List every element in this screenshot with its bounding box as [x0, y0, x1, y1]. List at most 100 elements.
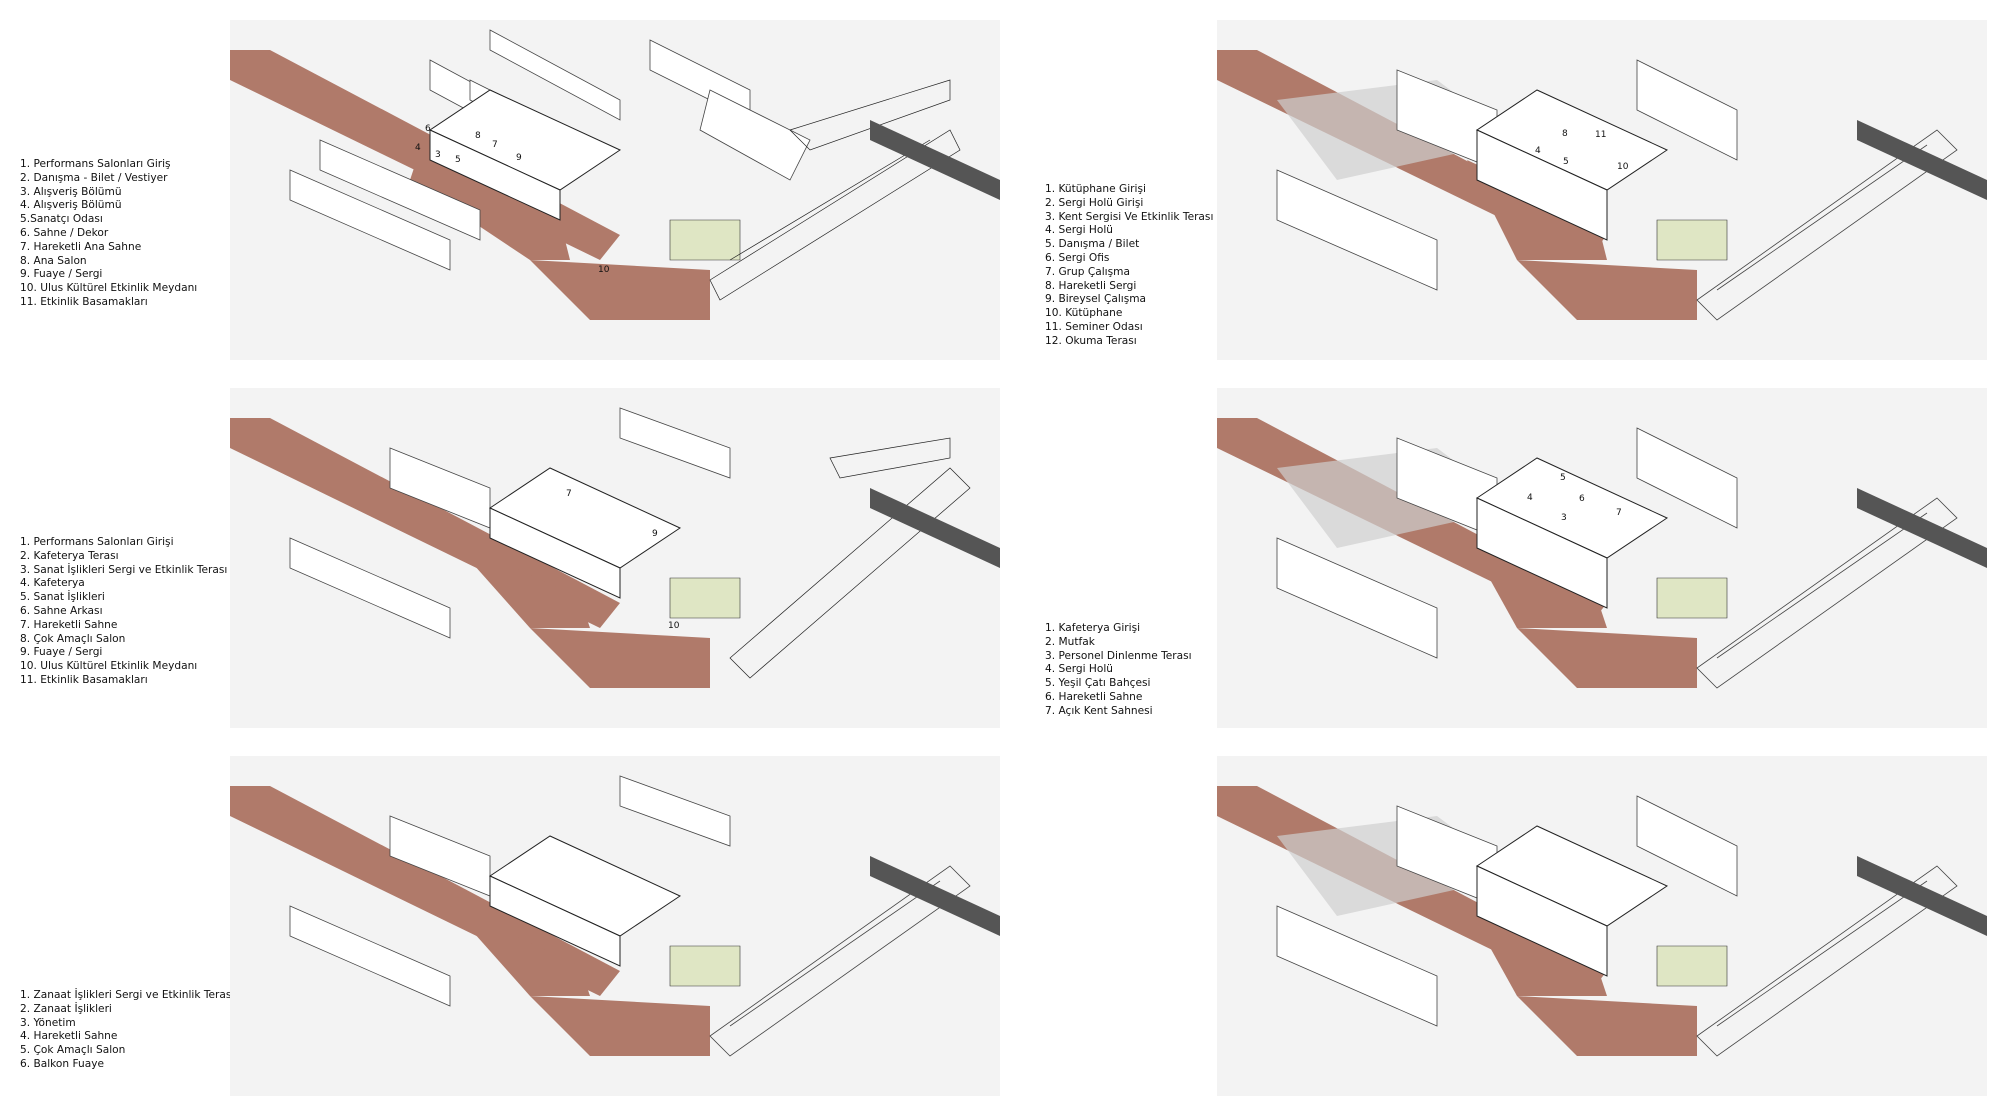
legend-item: 6. Balkon Fuaye	[20, 1057, 105, 1070]
legend-item: 6. Sahne / Dekor	[20, 226, 109, 239]
axonometric-panel-4: 5 4 6 3 7	[1217, 388, 1987, 728]
surrounding-buildings	[289, 775, 731, 1007]
legend-item: 3. Yönetim	[20, 1016, 76, 1029]
legend-panel-5: 1. Zanaat İşlikleri Sergi ve Etkinlik Te…	[20, 989, 234, 1072]
marker: 11	[1595, 130, 1606, 140]
legend-item: 3. Personel Dinlenme Terası	[1045, 649, 1192, 662]
marker: 5	[455, 155, 461, 165]
shadow-road	[870, 856, 1000, 936]
marker: 9	[652, 529, 658, 539]
legend-item: 4. Sergi Holü	[1045, 663, 1114, 676]
market-hall	[1696, 497, 1958, 689]
shadow-road	[870, 488, 1000, 568]
legend-item: 10. Kütüphane	[1045, 307, 1123, 320]
project-building	[1475, 457, 1669, 609]
legend-item: 6. Sergi Ofis	[1045, 251, 1110, 264]
axonometric-drawing-3: 7 9 10	[230, 407, 1000, 688]
surrounding-buildings	[1276, 427, 1738, 659]
legend-item: 10. Ulus Kültürel Etkinlik Meydanı	[20, 660, 198, 673]
axonometric-drawing-6	[1217, 786, 1987, 1057]
legend-item: 1. Performans Salonları Girişi	[20, 536, 174, 548]
marker: 6	[1579, 494, 1585, 504]
legend-item: 4. Hareketli Sahne	[20, 1030, 118, 1043]
legend-item: 1. Kütüphane Girişi	[1045, 183, 1146, 195]
axonometric-drawing-2: 8 11 4 5 10	[1217, 50, 1987, 321]
legend-item: 1. Kafeterya Girişi	[1045, 622, 1141, 634]
legend-item: 7. Açık Kent Sahnesi	[1045, 704, 1153, 717]
legend-item: 6. Sahne Arkası	[20, 604, 103, 617]
market-hall	[709, 79, 961, 301]
marker: 7	[1616, 508, 1622, 518]
legend-item: 7. Hareketli Sahne	[20, 618, 118, 631]
green-court	[669, 945, 741, 987]
project-building	[428, 89, 622, 221]
event-square	[530, 260, 710, 320]
project-building	[1475, 825, 1669, 977]
legend-item: 3. Alışveriş Bölümü	[20, 185, 122, 198]
marker: 3	[1561, 513, 1567, 523]
legend-item: 9. Bireysel Çalışma	[1045, 293, 1147, 306]
legend-item: 9. Fuaye / Sergi	[20, 268, 103, 281]
plaza-area	[1467, 538, 1607, 628]
surrounding-buildings	[1276, 59, 1738, 291]
legend-item: 11. Etkinlik Basamakları	[20, 673, 148, 686]
event-square	[1517, 260, 1697, 320]
event-square	[530, 628, 710, 688]
legend-item: 4. Sergi Holü	[1045, 224, 1114, 237]
legend-item: 5. Sanat İşlikleri	[20, 591, 105, 604]
legend-item: 1. Zanaat İşlikleri Sergi ve Etkinlik Te…	[20, 989, 235, 1001]
marker: 8	[1562, 129, 1568, 139]
marker: 7	[566, 489, 572, 499]
legend-item: 11. Seminer Odası	[1045, 320, 1143, 333]
legend-item: 8. Ana Salon	[20, 254, 87, 267]
green-court	[1656, 945, 1728, 987]
market-hall	[709, 865, 971, 1057]
project-building	[488, 835, 682, 967]
legend-item: 2. Kafeterya Terası	[20, 549, 119, 562]
legend-item: 12. Okuma Terası	[1045, 334, 1137, 347]
project-building	[1475, 89, 1669, 241]
plaza-area	[450, 906, 590, 996]
event-square	[1517, 996, 1697, 1056]
axonometric-panel-6	[1217, 756, 1987, 1096]
legend-item: 9. Fuaye / Sergi	[20, 646, 103, 659]
shadow-road	[1857, 488, 1987, 568]
green-court	[669, 219, 741, 261]
green-court	[1656, 219, 1728, 261]
axonometric-panel-5	[230, 756, 1000, 1096]
axonometric-drawing-4: 5 4 6 3 7	[1217, 418, 1987, 689]
legend-item: 10. Ulus Kültürel Etkinlik Meydanı	[20, 282, 198, 295]
market-hall	[1696, 129, 1958, 321]
plaza-area	[450, 538, 590, 628]
shadow-road	[1857, 856, 1987, 936]
plaza-area	[1467, 906, 1607, 996]
legend-item: 6. Hareketli Sahne	[1045, 690, 1143, 703]
legend-item: 8. Hareketli Sergi	[1045, 279, 1137, 292]
legend-item: 11. Etkinlik Basamakları	[20, 295, 148, 308]
marker: 4	[1527, 493, 1533, 503]
marker: 9	[516, 153, 522, 163]
marker: 5	[1563, 157, 1569, 167]
surrounding-buildings	[289, 407, 731, 639]
marker: 8	[475, 131, 481, 141]
legend-item: 2. Sergi Holü Girişi	[1045, 196, 1144, 209]
green-court	[1656, 577, 1728, 619]
marker: 10	[1617, 162, 1629, 172]
marker: 3	[435, 150, 441, 160]
axonometric-drawing-5	[230, 775, 1000, 1057]
marker: 7	[492, 140, 498, 150]
marker: 6	[425, 124, 431, 134]
legend-item: 2. Zanaat İşlikleri	[20, 1002, 112, 1015]
legend-item: 7. Hareketli Ana Sahne	[20, 240, 142, 253]
marker: 4	[1535, 146, 1541, 156]
legend-item: 5. Danışma / Bilet	[1045, 238, 1140, 251]
event-square	[1517, 628, 1697, 688]
legend-item: 2. Mutfak	[1045, 635, 1095, 648]
legend-item: 8. Çok Amaçlı Salon	[20, 632, 126, 645]
legend-item: 1. Performans Salonları Giriş	[20, 158, 171, 170]
market-hall	[1696, 865, 1958, 1057]
marker: 5	[1560, 473, 1566, 483]
